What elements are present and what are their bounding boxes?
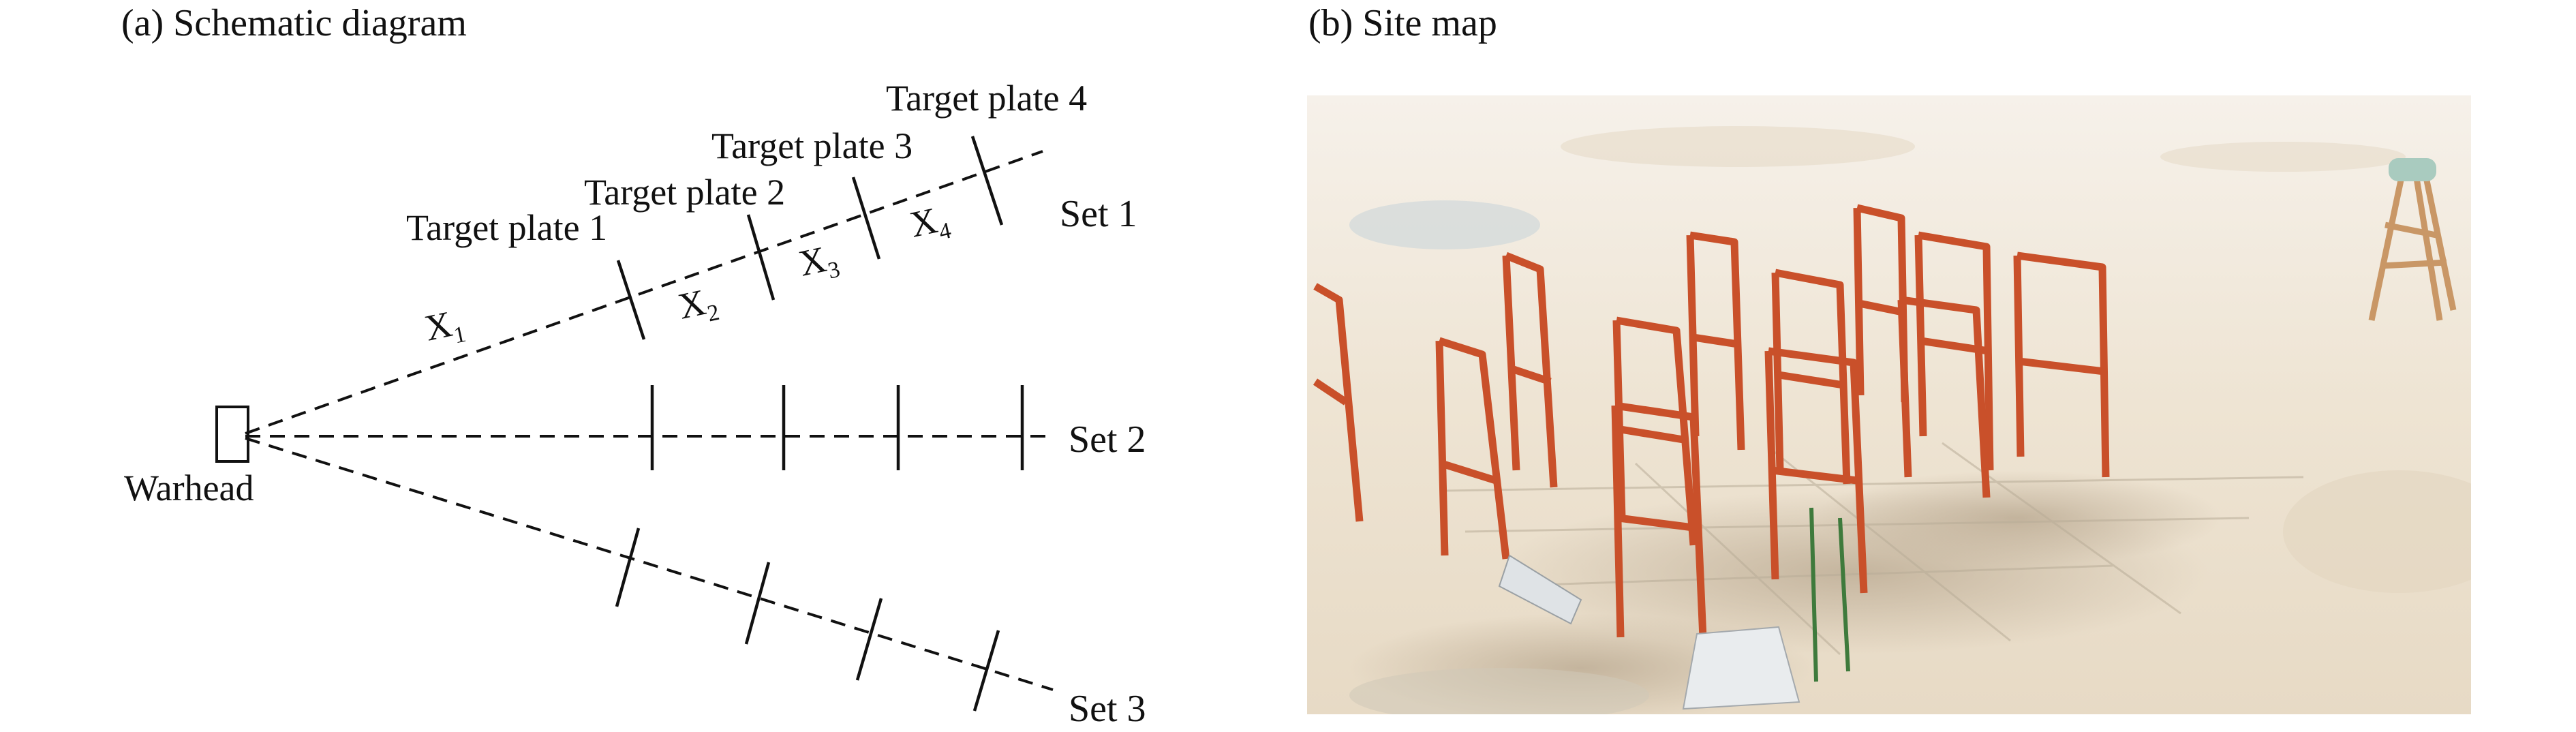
set-2-label: Set 2 [1069,418,1146,461]
green-poles [1809,507,1850,682]
distance-x3-label: X3 [795,236,842,289]
site-map: (b) Site map [1307,2,2471,714]
target-plate-4-set-1 [970,136,1004,226]
schematic-diagram: (a) Schematic diagram Warhead Target pla… [121,2,1146,730]
warhead-box [215,406,249,463]
target-plate-3-label: Target plate 3 [711,125,913,166]
distance-x2-label: X2 [675,279,722,332]
target-frames [1313,204,2110,655]
set-3-label: Set 3 [1069,688,1146,730]
target-plate-2-set-3 [744,562,771,645]
debris-plate-2 [1682,626,1800,710]
set-1-label: Set 1 [1060,193,1137,235]
ray-set-3 [245,437,1054,691]
stand-device [2389,158,2436,181]
distance-x1-label: X1 [421,301,468,354]
ray-set-1 [245,150,1043,435]
target-plate-3-set-1 [851,177,881,260]
target-plate-3-set-3 [855,598,883,681]
target-plate-1-set-1 [616,260,646,340]
debris-plate-1 [1498,554,1582,625]
panel-b-caption: (b) Site map [1308,2,1497,44]
target-plate-1-set-3 [615,528,641,607]
target-plate-4-label: Target plate 4 [886,78,1087,119]
target-plate-2-set-1 [746,214,776,301]
wooden-stand [2368,173,2457,321]
panel-a-caption: (a) Schematic diagram [121,2,467,44]
target-plate-2-label: Target plate 2 [584,172,785,213]
site-photo [1307,95,2471,714]
target-plate-1-label: Target plate 1 [406,207,607,248]
distance-x4-label: X4 [906,197,953,250]
warhead-label: Warhead [124,468,254,508]
target-plate-4-set-3 [972,630,1000,712]
